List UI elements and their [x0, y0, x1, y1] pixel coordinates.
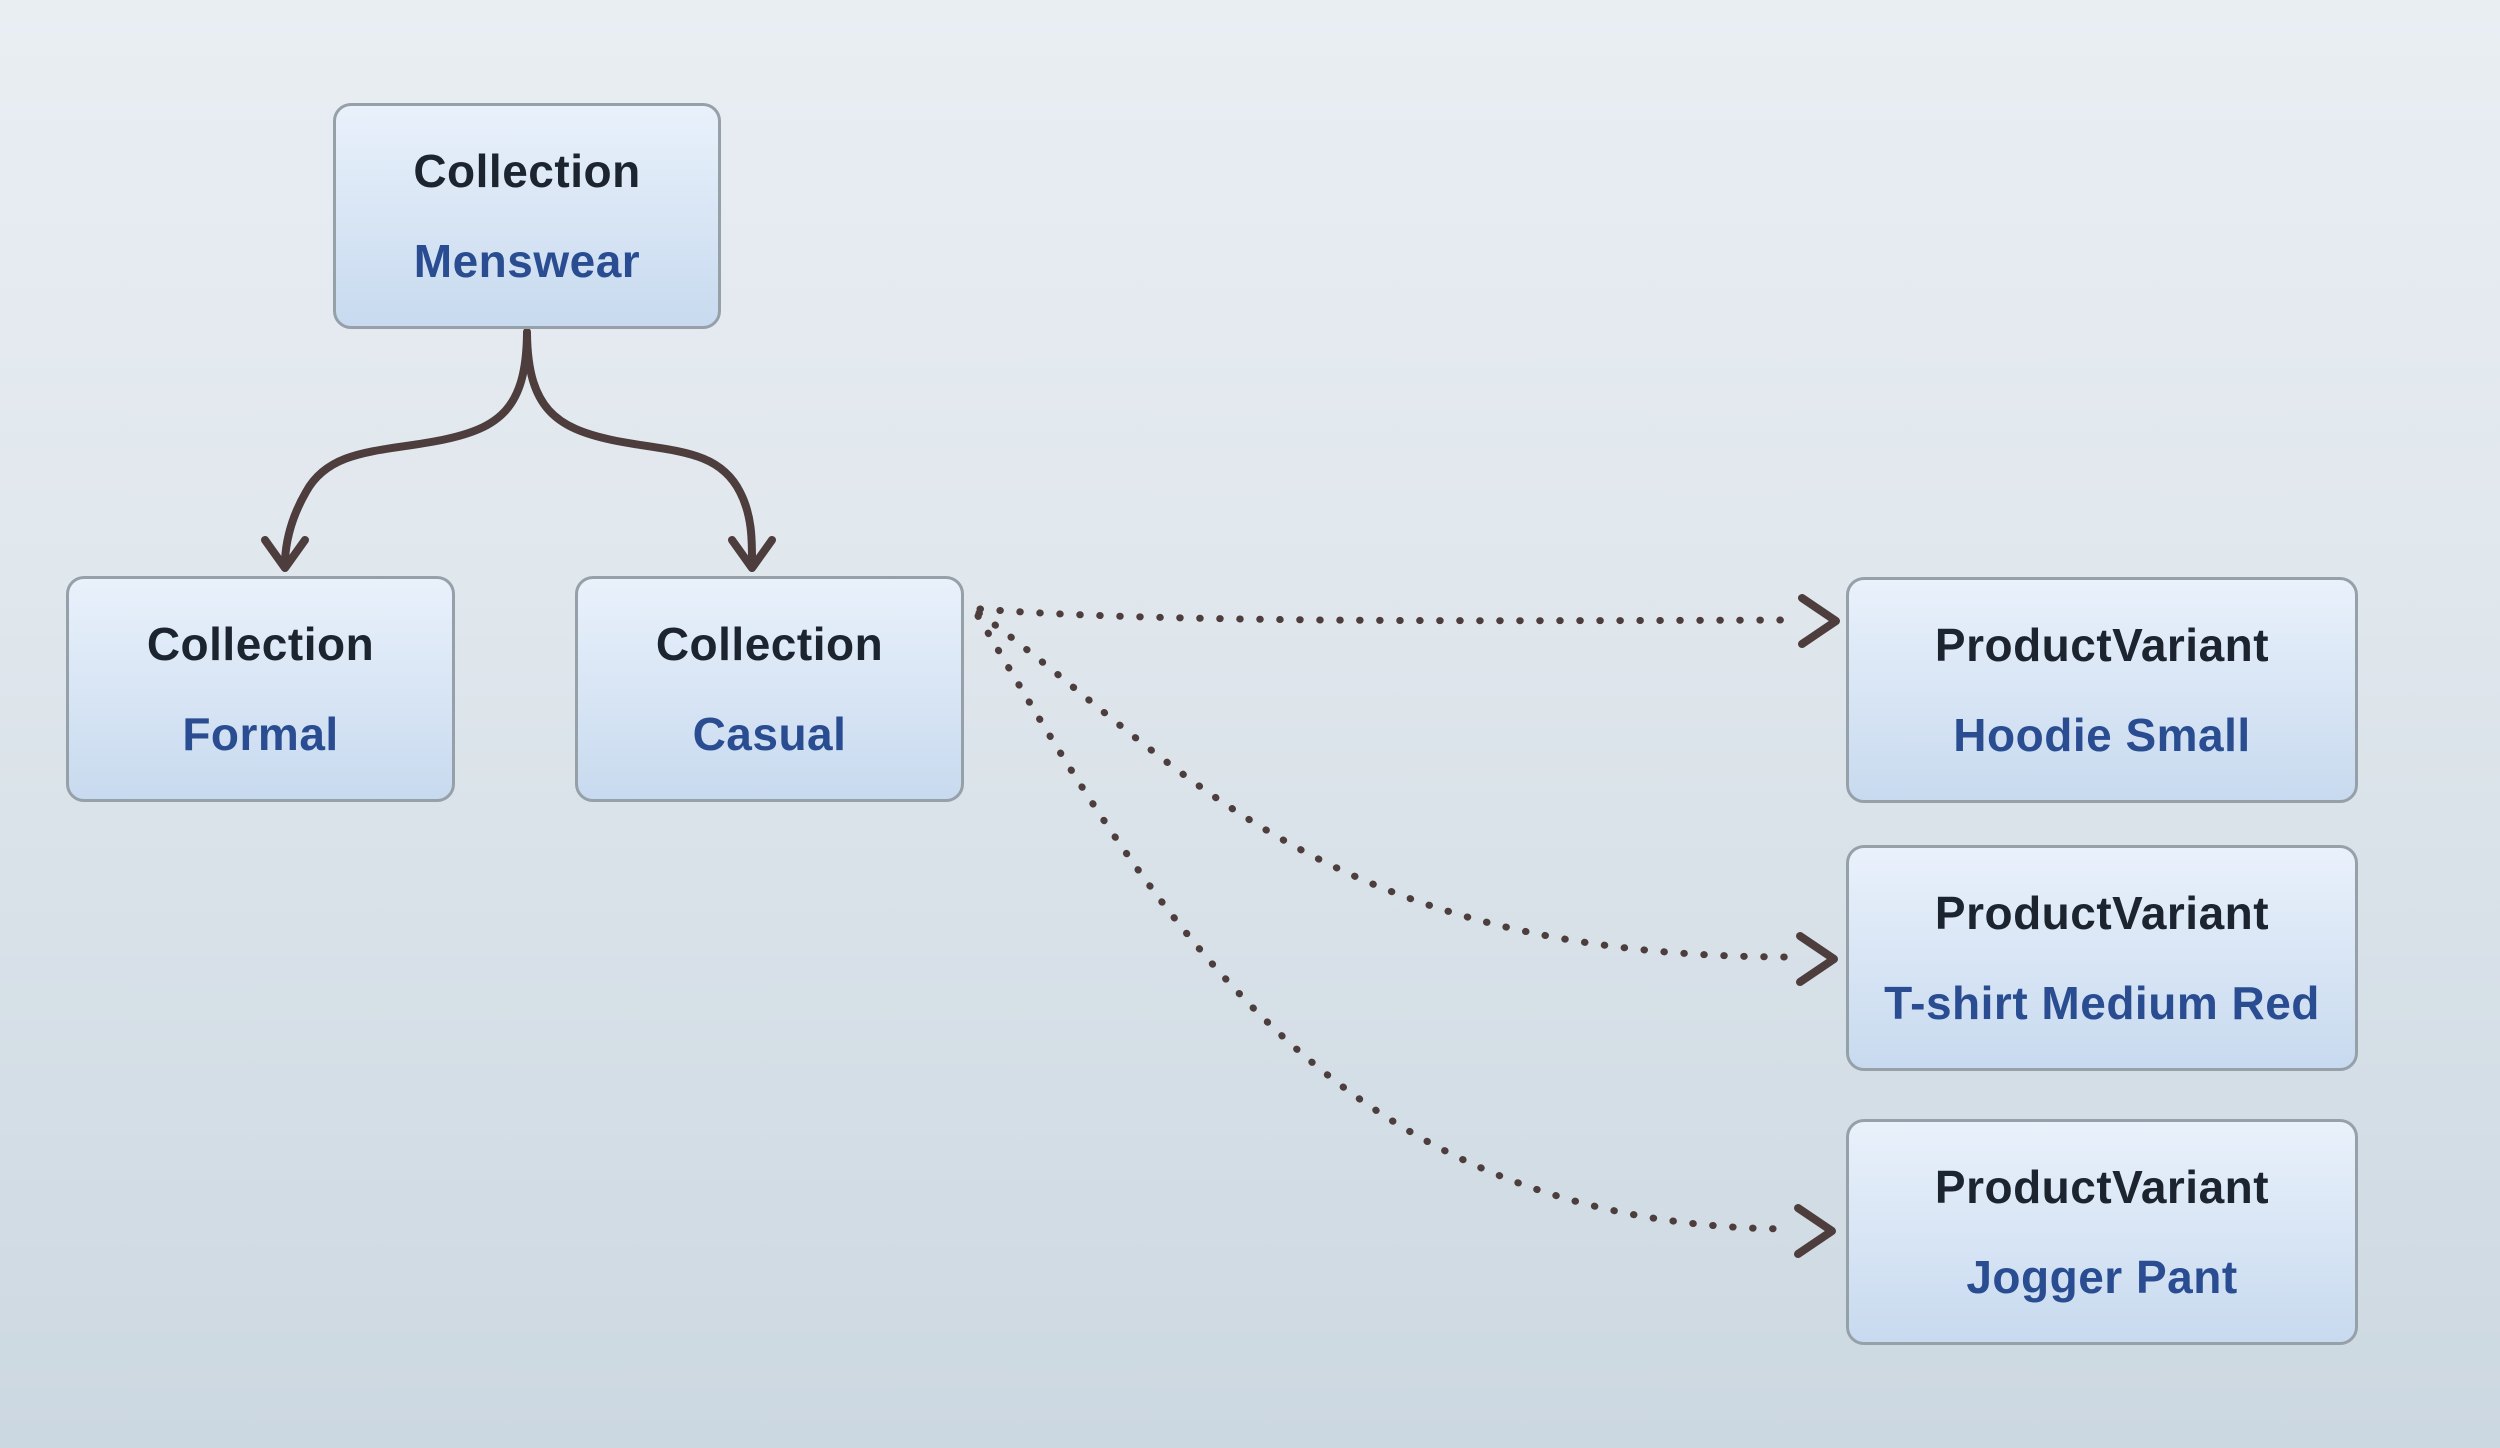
- node-productvariant-tshirt-medium-red: ProductVariant T-shirt Medium Red: [1846, 845, 2358, 1071]
- arrowhead-right-tshirt: [1796, 932, 1838, 986]
- node-type-label: Collection: [655, 618, 884, 670]
- node-type-label: Collection: [146, 618, 375, 670]
- node-type-label: ProductVariant: [1934, 887, 2270, 939]
- arrowhead-down-casual: [728, 536, 776, 572]
- arrowhead-right-jogger: [1794, 1204, 1836, 1258]
- arrowhead-down-formal: [261, 536, 309, 572]
- edge-casual-jogger: [974, 612, 1836, 1258]
- node-name-label: Jogger Pant: [1966, 1251, 2238, 1303]
- node-name-label: Formal: [182, 708, 339, 760]
- node-productvariant-jogger-pant: ProductVariant Jogger Pant: [1846, 1119, 2358, 1345]
- arrowhead-right-hoodie: [1798, 594, 1840, 648]
- edge-menswear-formal: [261, 328, 531, 572]
- node-name-label: T-shirt Medium Red: [1884, 977, 2320, 1029]
- node-productvariant-hoodie-small: ProductVariant Hoodie Small: [1846, 577, 2358, 803]
- node-type-label: ProductVariant: [1934, 619, 2270, 671]
- edge-casual-tshirt: [975, 609, 1838, 986]
- node-collection-casual: Collection Casual: [575, 576, 964, 802]
- node-collection-formal: Collection Formal: [66, 576, 455, 802]
- node-collection-menswear: Collection Menswear: [333, 103, 721, 329]
- node-type-label: Collection: [413, 145, 641, 197]
- edge-casual-hoodie: [976, 594, 1840, 648]
- node-name-label: Casual: [692, 708, 847, 760]
- edge-menswear-casual: [523, 330, 776, 572]
- node-name-label: Hoodie Small: [1953, 709, 2251, 761]
- node-type-label: ProductVariant: [1934, 1161, 2270, 1213]
- node-name-label: Menswear: [413, 235, 641, 287]
